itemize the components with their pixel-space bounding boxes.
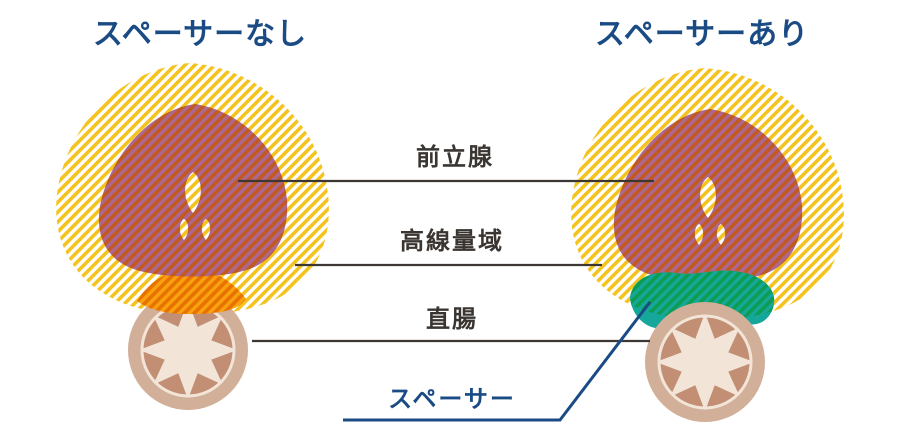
dose-overlap-crescent: [137, 269, 246, 314]
left-title: スペーサーなし: [93, 17, 307, 52]
spacer-callout-line: [343, 301, 652, 422]
left-panel: [56, 63, 329, 412]
prostate-label: 前立腺: [416, 143, 494, 171]
right-title: スペーサーあり: [595, 17, 809, 52]
rectum-shape-right: [643, 300, 767, 424]
right-panel: [571, 68, 844, 424]
spacer-label: スペーサー: [388, 385, 516, 413]
rectum-label: 直腸: [426, 305, 478, 333]
high-dose-label: 高線量域: [400, 227, 504, 255]
